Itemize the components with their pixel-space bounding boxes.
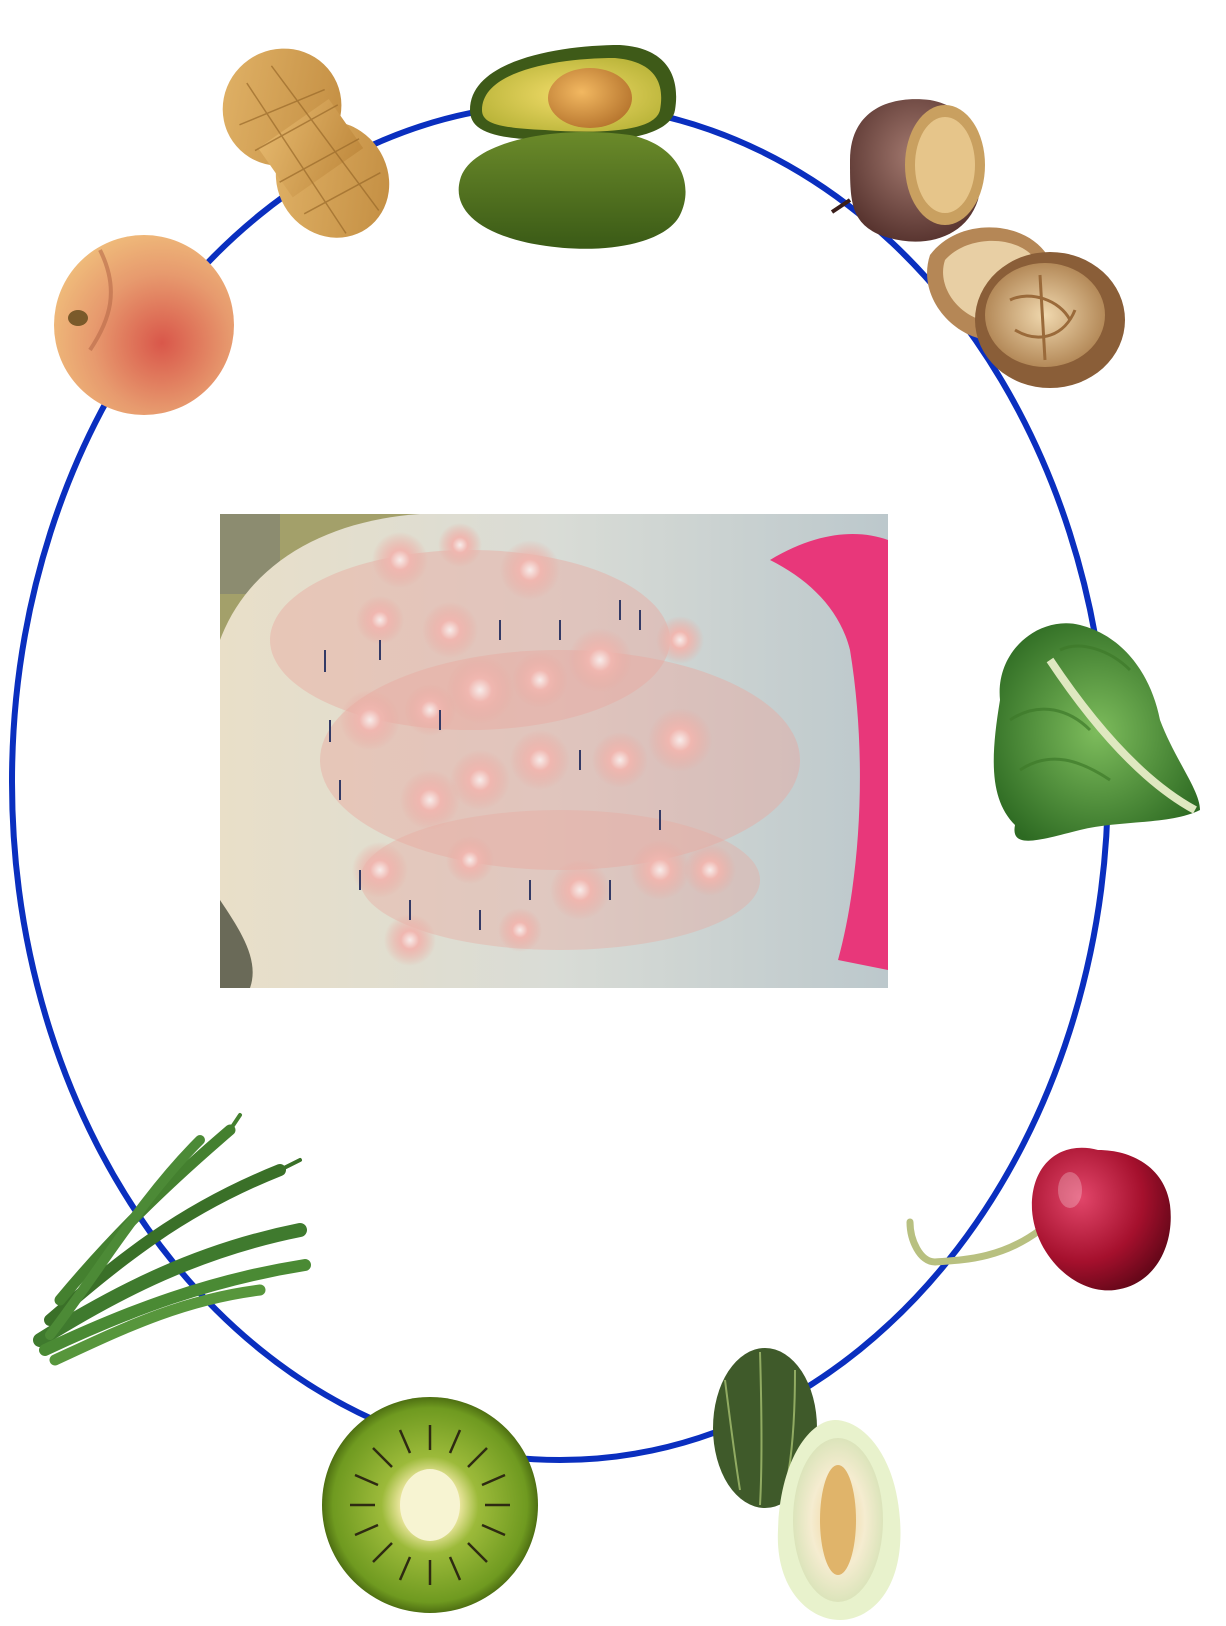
lettuce-icon: [994, 623, 1200, 840]
melon-icon: [713, 1348, 900, 1620]
peanut-icon: [200, 25, 416, 263]
chestnut-icon: [832, 99, 985, 242]
green-beans-icon: [40, 1115, 305, 1360]
walnut-icon: [927, 227, 1125, 388]
kiwi-icon: [322, 1397, 538, 1613]
peach-icon: [54, 235, 234, 415]
cherry-icon: [910, 1148, 1171, 1291]
avocado-icon: [459, 45, 686, 249]
skin-prick-test-photo: [220, 514, 888, 988]
